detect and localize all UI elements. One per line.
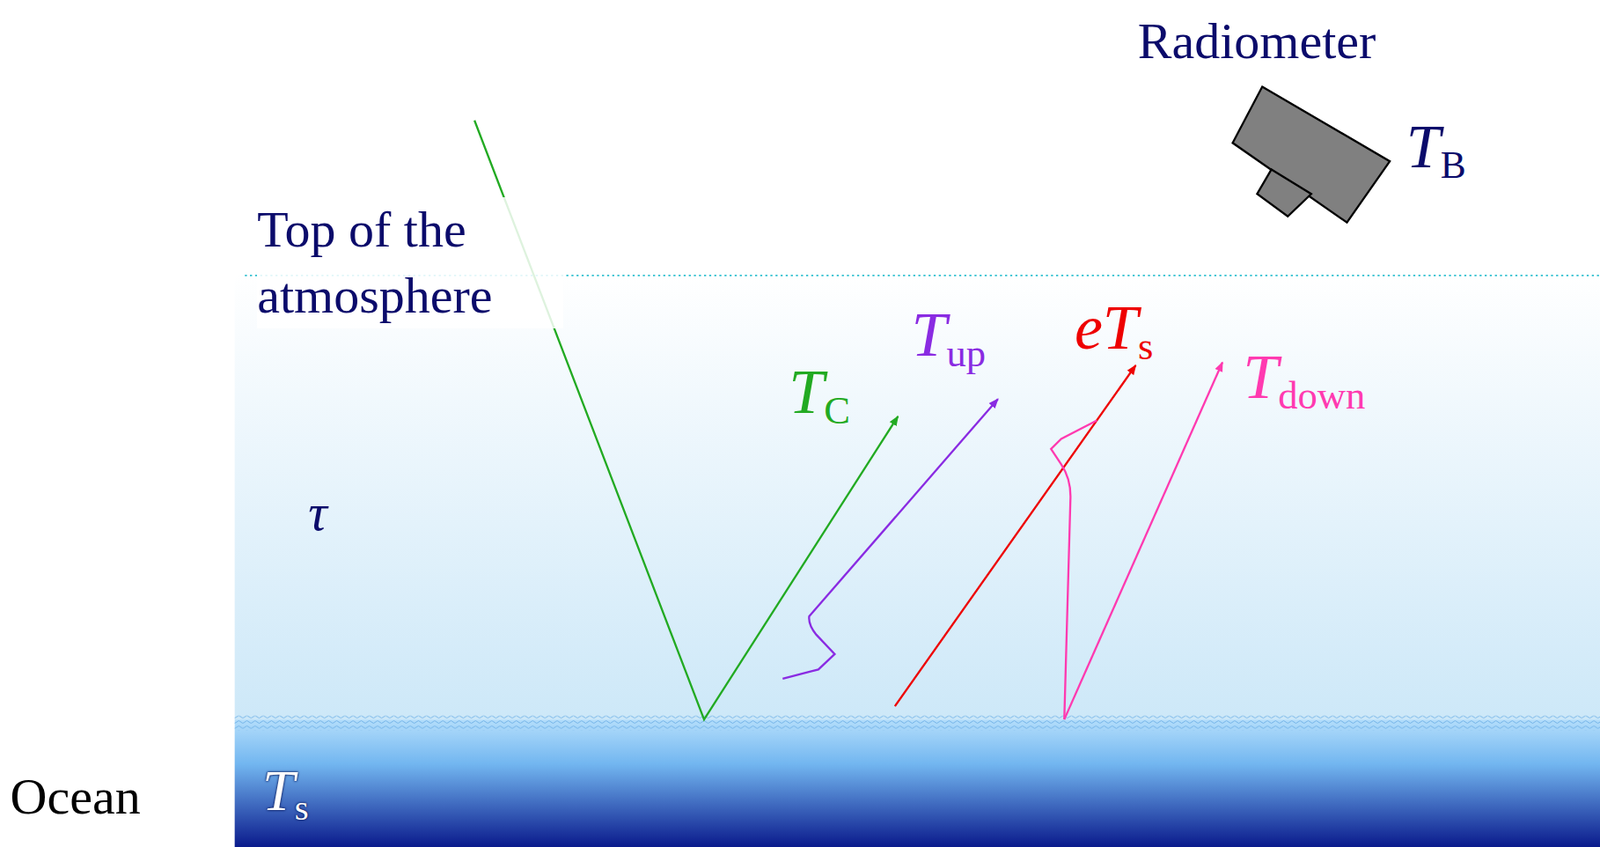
upwelling-ray (782, 398, 999, 679)
cosmic-symbol: TC (788, 359, 851, 431)
sea-surface-waves (234, 714, 1600, 730)
atmosphere-band (234, 273, 1600, 720)
opacity-symbol: τ (308, 485, 327, 539)
surface-emission-ray (895, 365, 1137, 706)
emission-symbol: eTs (1074, 295, 1153, 367)
brightness-symbol: TB (1406, 116, 1467, 185)
reflected-downwelling-ray (1064, 361, 1223, 720)
downwelling-symbol: Tdown (1242, 344, 1366, 416)
sst-symbol: Ts (262, 761, 309, 827)
instrument-label: Radiometer (1137, 15, 1377, 67)
radiometer-body (1233, 87, 1391, 223)
upwelling-symbol: Tup (910, 302, 986, 374)
downwelling-path (1050, 420, 1097, 720)
ocean-label: Ocean (10, 770, 141, 823)
radiometer-antenna (1256, 168, 1311, 216)
ocean-band (234, 719, 1600, 847)
layer-label: Top of the atmosphere (256, 197, 564, 328)
